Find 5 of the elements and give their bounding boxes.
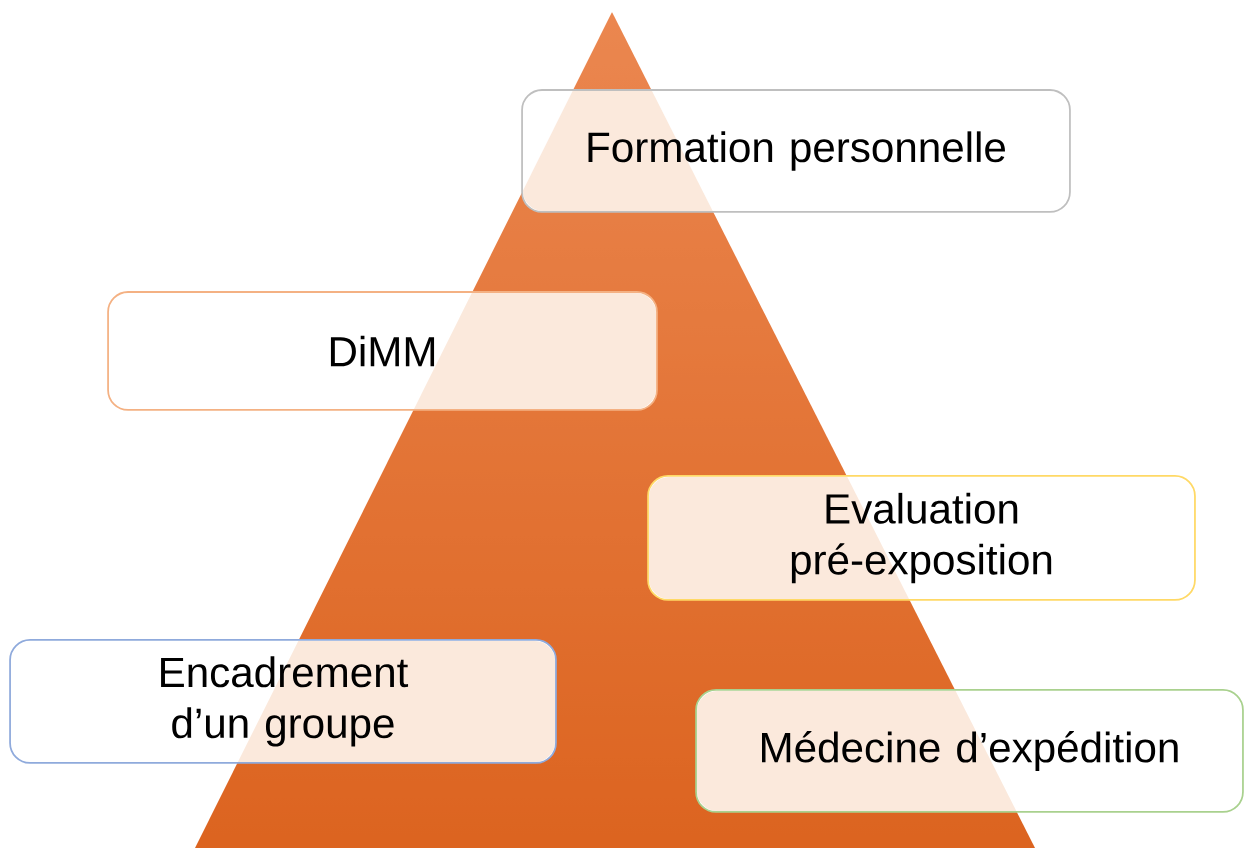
text-box: Encadrement d’un groupe	[9, 639, 557, 764]
text-box: DiMM	[107, 291, 658, 411]
text-box: Formation personnelle	[521, 89, 1071, 213]
text-box: Evaluation pré-exposition	[647, 475, 1196, 601]
text-box: Médecine d’expédition	[695, 689, 1244, 813]
